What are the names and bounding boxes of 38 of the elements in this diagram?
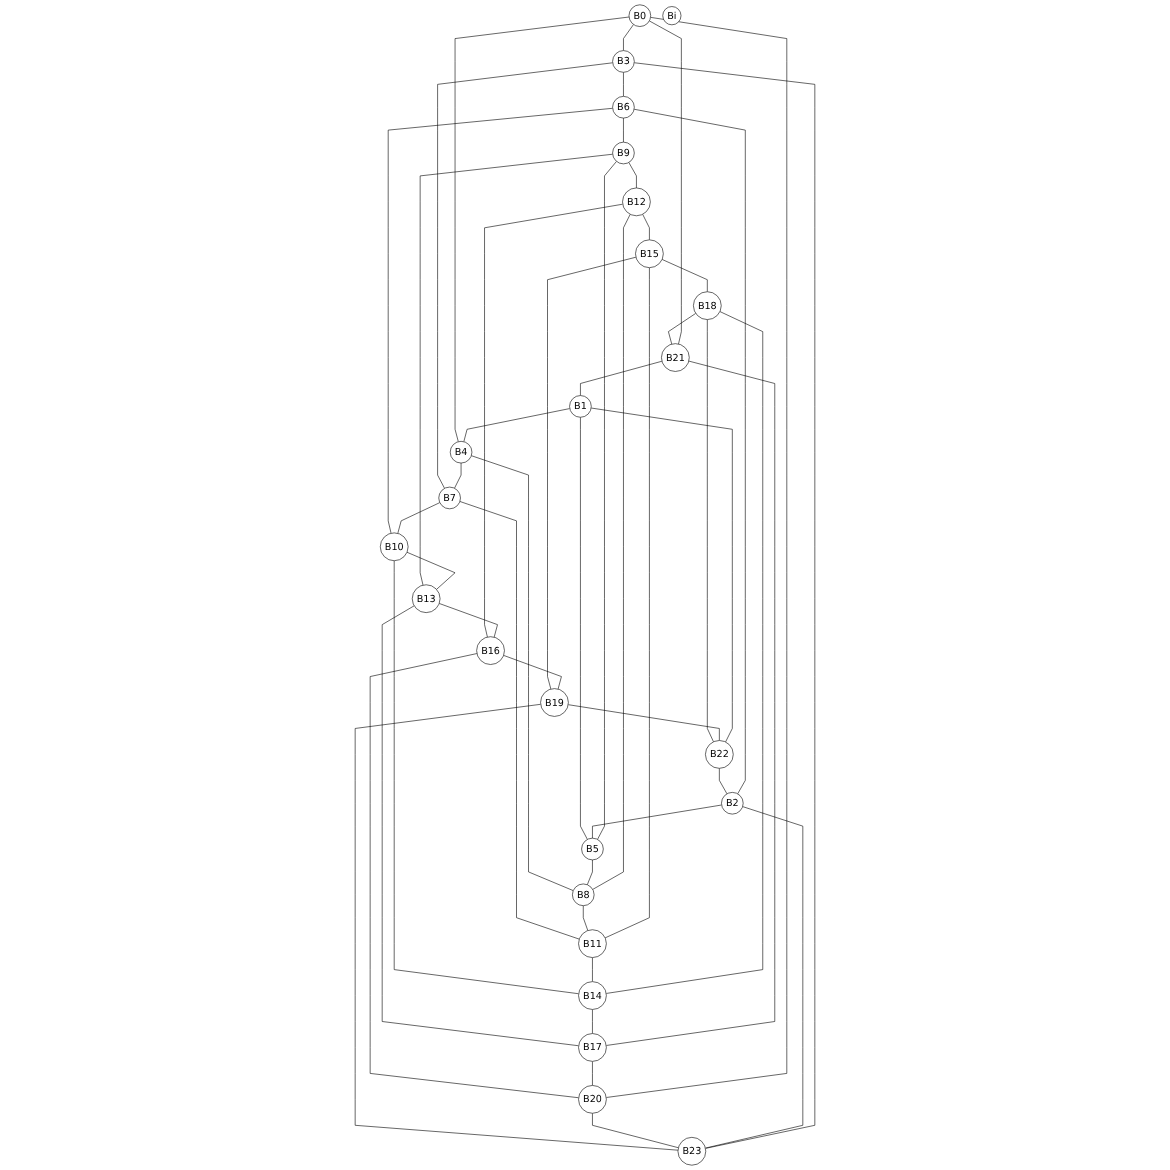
- connector: [580, 360, 663, 396]
- connector: [437, 62, 613, 489]
- connector: [649, 20, 682, 345]
- connector: [459, 501, 580, 940]
- connector: [707, 319, 714, 743]
- connector: [597, 161, 617, 840]
- connector: [547, 256, 637, 690]
- connector: [587, 859, 593, 885]
- connector: [387, 108, 613, 534]
- connector: [419, 153, 613, 586]
- connector: [661, 259, 708, 293]
- connector: [484, 203, 623, 638]
- connector: [604, 267, 650, 939]
- connector: [503, 655, 562, 690]
- connector: [454, 16, 630, 442]
- connector: [633, 108, 746, 795]
- connector: [471, 455, 574, 891]
- connector: [354, 704, 679, 1151]
- connector: [605, 311, 764, 994]
- connector: [592, 214, 631, 890]
- connector: [438, 603, 498, 638]
- connector: [397, 502, 441, 534]
- connector: [590, 407, 733, 743]
- connector: [463, 408, 571, 442]
- connector: [381, 605, 579, 1047]
- connector: [633, 62, 816, 1149]
- connector: [628, 162, 637, 189]
- connector: [393, 560, 579, 995]
- connector: [567, 704, 720, 741]
- connector: [605, 360, 776, 1046]
- connector: [580, 416, 588, 840]
- connector: [605, 17, 788, 1098]
- connector: [668, 313, 697, 345]
- connector: [592, 804, 722, 839]
- connector: [705, 806, 804, 1149]
- connector: [623, 117, 624, 143]
- connector: [406, 551, 456, 590]
- connector: [369, 653, 579, 1099]
